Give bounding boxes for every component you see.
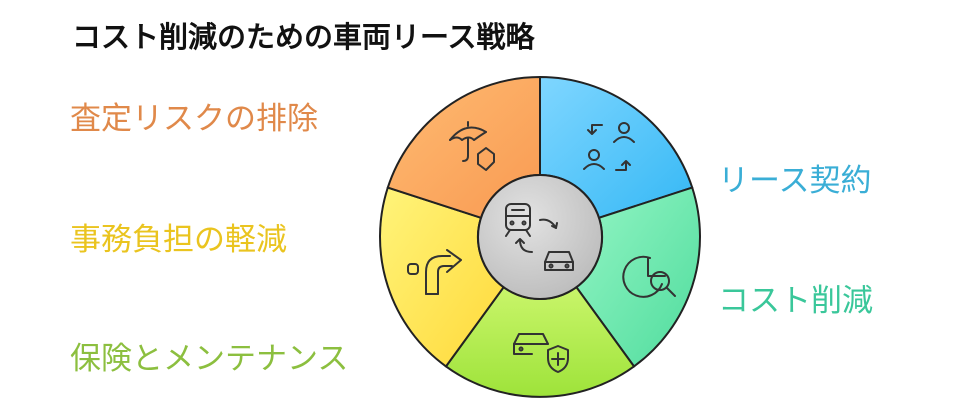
label-insurance: 保険とメンテナンス <box>70 341 349 377</box>
car-shield-icon <box>513 333 569 373</box>
turn-arrow-icon <box>407 249 462 295</box>
pie-magnifier-icon <box>622 255 676 298</box>
umbrella-icon <box>449 121 495 171</box>
label-lease: リース契約 <box>718 163 872 199</box>
label-admin: 事務負担の軽減 <box>70 222 287 258</box>
label-risk: 査定リスクの排除 <box>70 101 318 137</box>
page-title: コスト削減のための車両リース戦略 <box>72 20 535 54</box>
swap-people-icon <box>583 122 635 171</box>
center-circle <box>477 174 603 300</box>
label-cost: コスト削減 <box>718 283 873 319</box>
train-car-exchange-icon <box>505 203 574 271</box>
